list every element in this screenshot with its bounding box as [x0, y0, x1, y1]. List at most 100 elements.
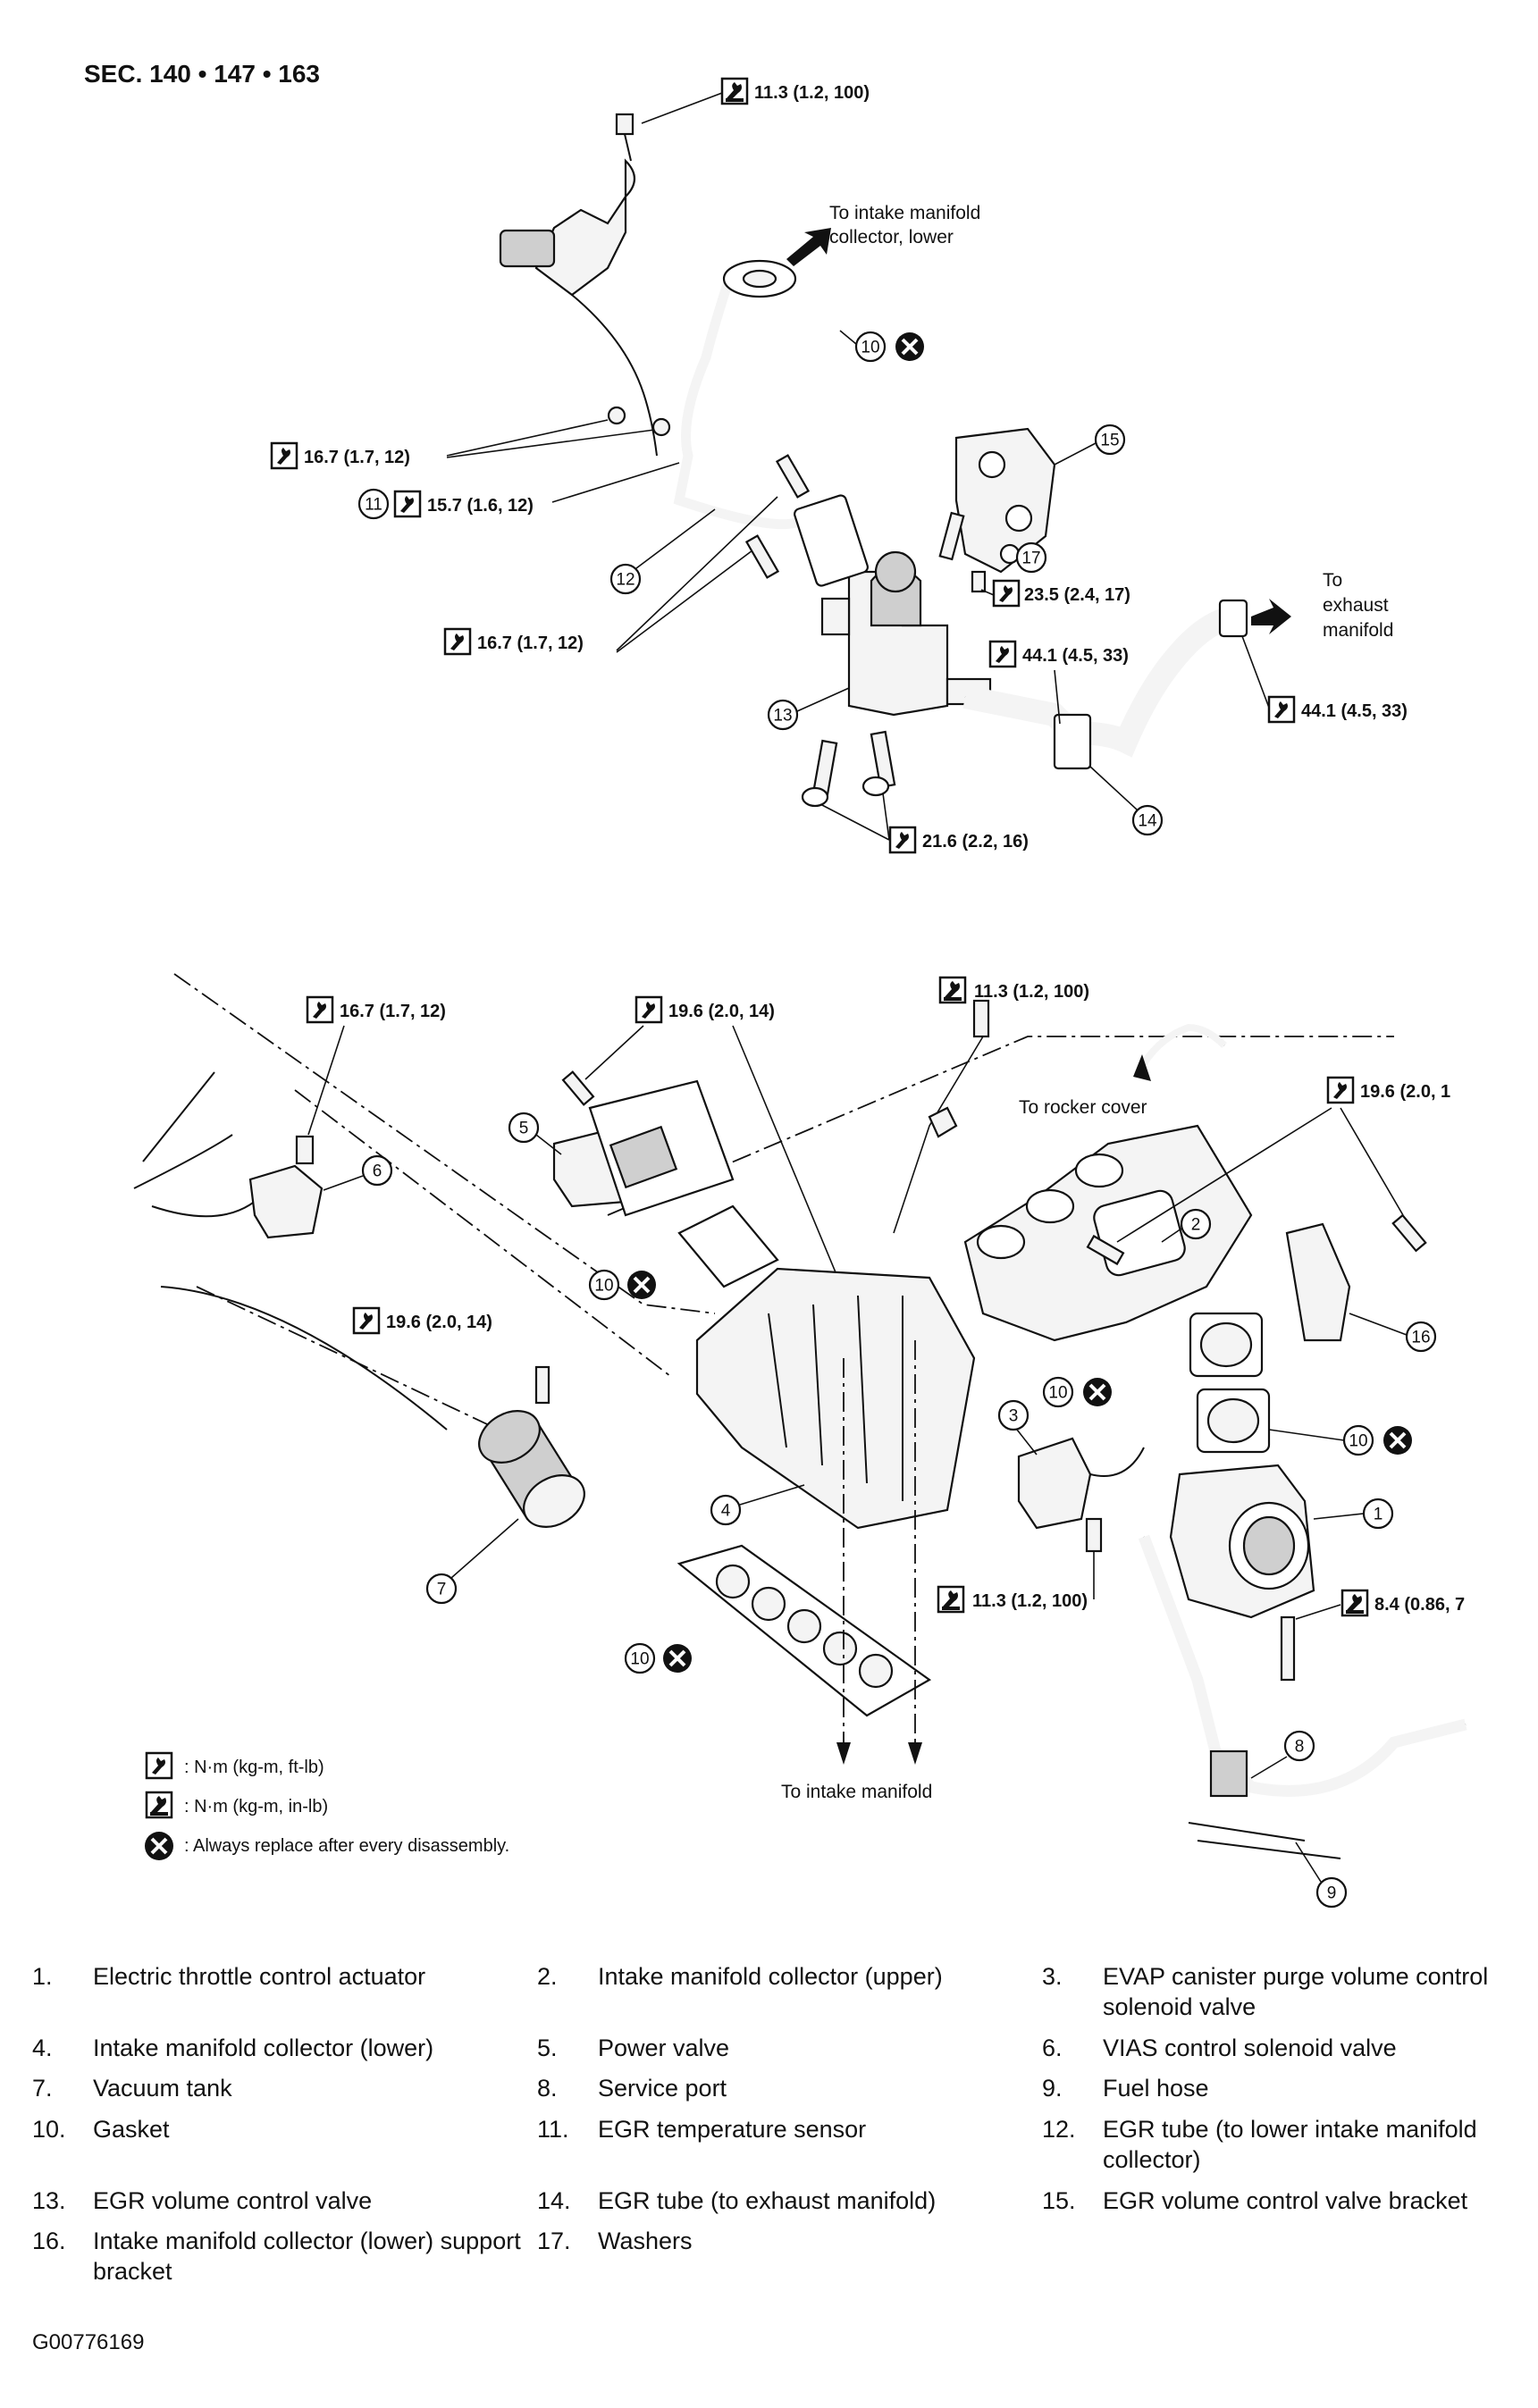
vacuum-hoses	[133, 1071, 448, 1431]
torque-icon	[270, 441, 298, 470]
part-number: 4.	[32, 2034, 53, 2061]
callout-10-top	[854, 331, 887, 363]
torque-icon-inlb	[1340, 1589, 1369, 1617]
torque-icon-inlb	[938, 976, 967, 1004]
parts-list-item: 9.Fuel hose	[1042, 2074, 1507, 2104]
parts-list-item: 6.VIAS control solenoid valve	[1042, 2034, 1507, 2064]
parts-list-item: 5. Power valve	[537, 2034, 1042, 2064]
exploded-diagram: SEC. 140 • 147 • 163 11.3 (1.2, 100) To …	[84, 60, 1467, 1909]
part-name: Service port	[598, 2075, 727, 2102]
part-name: EVAP canister purge volume control solen…	[1103, 1963, 1489, 2020]
part-number: 5.	[537, 2034, 558, 2061]
callout-6	[361, 1154, 393, 1187]
intake-collector-lower	[695, 1267, 976, 1530]
section-title: SEC. 140 • 147 • 163	[84, 60, 320, 88]
part-number: 17.	[537, 2228, 571, 2255]
parts-list-item: 17.Washers	[537, 2227, 1042, 2287]
part-number: 6.	[1042, 2034, 1063, 2061]
replace-icon	[661, 1642, 693, 1674]
torque-11-3-c: 11.3 (1.2, 100)	[972, 1591, 1088, 1611]
egr-flange-plate	[794, 494, 869, 587]
callout-13	[767, 699, 799, 731]
note-to-intake-manifold: To intake manifold	[781, 1782, 932, 1802]
egr-assembly: 11.3 (1.2, 100) To intake manifold colle…	[270, 77, 1408, 854]
top-bolt	[615, 113, 635, 162]
callout-10-right1	[1042, 1376, 1074, 1408]
part-number: 3.	[1042, 1963, 1063, 1990]
part-number: 1.	[32, 1963, 53, 1990]
torque-icon	[635, 995, 663, 1024]
torque-8-4: 8.4 (0.86, 7	[1374, 1595, 1465, 1615]
parts-list-item: 15.EGR volume control valve bracket	[1042, 2186, 1507, 2217]
part-number: 13.	[32, 2186, 66, 2214]
svg-text:16: 16	[1411, 1329, 1430, 1347]
torque-icon	[1326, 1076, 1355, 1104]
torque-19-6-a: 19.6 (2.0, 14)	[668, 1002, 775, 1021]
torque-icon-inlb	[937, 1585, 965, 1614]
part-name: Power valve	[598, 2034, 730, 2061]
torque-19-6-c: 19.6 (2.0, 14)	[386, 1313, 492, 1332]
legend-inlb: : N·m (kg-m, in-lb)	[184, 1797, 328, 1816]
replace-icon	[626, 1269, 658, 1301]
egr-tube-12-outline	[677, 267, 805, 525]
part-name: EGR tube (to exhaust manifold)	[598, 2186, 937, 2214]
parts-list-item: 11.EGR temperature sensor	[537, 2115, 1042, 2176]
svg-text:10: 10	[1048, 1384, 1067, 1403]
part-name: EGR temperature sensor	[598, 2116, 867, 2143]
svg-text:1: 1	[1374, 1506, 1383, 1524]
svg-text:13: 13	[773, 707, 792, 726]
callout-10-mid	[588, 1269, 620, 1301]
vias-solenoid	[248, 1164, 324, 1239]
torque-11-3-b: 11.3 (1.2, 100)	[974, 982, 1089, 1002]
torque-icon	[988, 640, 1017, 668]
legend-ftlb: : N·m (kg-m, ft-lb)	[184, 1758, 324, 1777]
sensor-harness	[571, 294, 658, 457]
note-to-collector-2: collector, lower	[829, 227, 954, 248]
torque-icon	[888, 826, 917, 854]
part-name: EGR volume control valve	[93, 2186, 373, 2214]
svg-text:5: 5	[519, 1120, 529, 1138]
intake-assembly: 6 16.7 (1.7, 12) 19.6 (2.0, 14) 7 5 19.6…	[133, 973, 1467, 1909]
torque-44-1-b: 44.1 (4.5, 33)	[1301, 701, 1408, 721]
svg-text:15: 15	[1100, 432, 1119, 450]
replace-icon	[894, 331, 926, 363]
legend: : N·m (kg-m, ft-lb) : N·m (kg-m, in-lb) …	[143, 1751, 509, 1862]
parts-list-item: 8.Service port	[537, 2074, 1042, 2104]
svg-text:10: 10	[861, 339, 879, 357]
egr-tube-14	[962, 605, 1243, 758]
svg-text:10: 10	[1349, 1432, 1367, 1451]
evap-solenoid	[1017, 1437, 1092, 1530]
part-name: Electric throttle control actuator	[93, 1963, 426, 1990]
callout-5	[508, 1112, 540, 1144]
parts-list-item: 16.Intake manifold collector (lower) sup…	[32, 2227, 537, 2287]
callout-7	[425, 1573, 458, 1605]
torque-icon	[1267, 695, 1296, 724]
svg-text:12: 12	[616, 571, 635, 590]
fuel-hose	[1138, 1534, 1467, 1797]
legend-replace-icon	[143, 1830, 175, 1862]
arrow-to-collector	[786, 228, 831, 266]
sensor-connector	[499, 229, 556, 268]
arrow-to-exhaust	[1251, 599, 1291, 634]
torque-icon	[306, 995, 334, 1024]
callout-14	[1131, 804, 1164, 836]
part-number: 9.	[1042, 2075, 1063, 2102]
callout-15	[1094, 424, 1126, 456]
parts-list-item: 7.Vacuum tank	[32, 2074, 537, 2104]
note-to-exhaust-1: To	[1323, 570, 1342, 591]
part-number: 7.	[32, 2075, 53, 2102]
egr-tube-12	[673, 266, 808, 530]
parts-list-item: 1. Electric throttle control actuator	[32, 1962, 537, 2023]
callout-10-bottom	[624, 1642, 656, 1674]
svg-text:9: 9	[1327, 1884, 1337, 1903]
part-number: 12.	[1042, 2116, 1076, 2143]
torque-icon-inlb	[720, 77, 749, 105]
torque-44-1-a: 44.1 (4.5, 33)	[1022, 646, 1129, 666]
parts-list-item: 13. EGR volume control valve	[32, 2186, 537, 2217]
legend-ftlb-icon	[145, 1751, 173, 1780]
part-name: EGR volume control valve bracket	[1103, 2186, 1468, 2214]
replace-icon	[1382, 1424, 1414, 1456]
svg-text:10: 10	[594, 1277, 613, 1296]
callout-3	[997, 1399, 1030, 1431]
